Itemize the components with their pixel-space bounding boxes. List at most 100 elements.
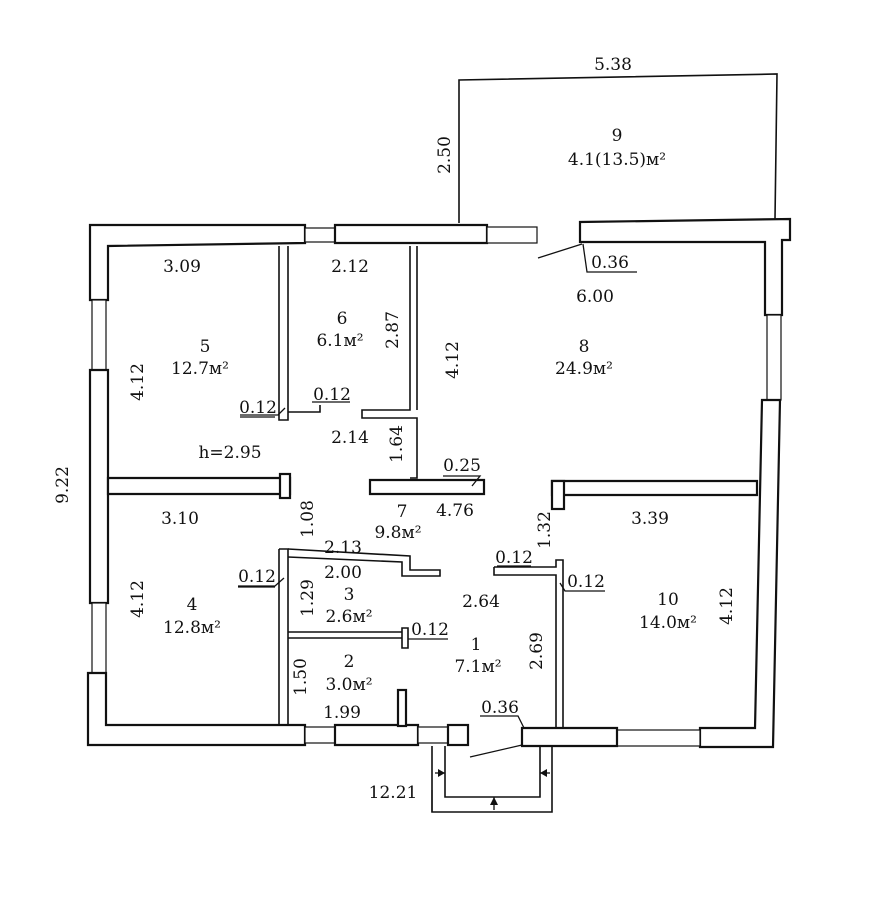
room-6-number: 6 xyxy=(337,309,348,329)
room-8-area: 24.9м² xyxy=(555,359,613,379)
leader-0.36-top xyxy=(582,243,637,273)
dim-room8-width: 6.00 xyxy=(576,287,614,307)
porch-inner xyxy=(444,746,541,798)
partition-6-8 xyxy=(361,246,418,479)
dim-partition-room6: 0.12 xyxy=(313,385,351,405)
partition-2-3 xyxy=(288,627,409,649)
window-top-2 xyxy=(486,226,538,244)
room-9-area: 4.1(13.5)м² xyxy=(568,150,666,170)
room-10-area: 14.0м² xyxy=(639,613,697,633)
dim-room6-depth: 2.87 xyxy=(383,311,403,349)
porch-arrowhead-left xyxy=(438,769,445,777)
room-5-area: 12.7м² xyxy=(171,359,229,379)
exterior-wall-bottom-right xyxy=(520,726,619,748)
dim-room5-width: 3.09 xyxy=(163,257,201,277)
window-right-1 xyxy=(766,314,782,401)
leader-0.36-bottom xyxy=(480,715,525,729)
dim-room3-width-a: 2.13 xyxy=(324,538,362,558)
exterior-wall-top-mid xyxy=(333,223,489,245)
room-3-area: 2.6м² xyxy=(325,607,372,627)
dim-room5-depth: 4.12 xyxy=(128,363,148,401)
door-swing-bottom xyxy=(469,744,523,758)
dim-terrace-width: 5.38 xyxy=(594,55,632,75)
dim-room3-depth: 1.29 xyxy=(298,579,318,617)
partition-5-6 xyxy=(278,246,289,421)
exterior-wall-bottom-mid xyxy=(333,723,420,747)
dim-room2-width: 1.99 xyxy=(323,703,361,723)
partition-4-5-end xyxy=(278,472,292,500)
partition-1-10 xyxy=(493,559,564,729)
window-left-1 xyxy=(91,299,107,371)
dim-hall-length: 4.76 xyxy=(436,501,474,521)
dim-hall-depth: 1.64 xyxy=(387,425,407,463)
door-swing-top xyxy=(537,243,583,259)
exterior-wall-top-left xyxy=(88,223,307,302)
partition-2-door-jamb xyxy=(396,688,408,728)
partition-3-top xyxy=(287,548,441,577)
partition-8-10 xyxy=(550,479,759,497)
dim-wall-top-right: 0.36 xyxy=(591,253,629,273)
dim-terrace-depth: 2.50 xyxy=(435,136,455,174)
dim-room2-depth: 1.50 xyxy=(291,658,311,696)
dim-overall-width: 12.21 xyxy=(369,783,418,803)
window-top-1 xyxy=(304,227,336,243)
ceiling-height: h=2.95 xyxy=(198,443,261,463)
room-10-number: 10 xyxy=(657,590,679,610)
porch-arrowhead-right xyxy=(540,769,547,777)
dim-partition-room3: 0.12 xyxy=(238,567,276,587)
room-8-number: 8 xyxy=(579,337,590,357)
dim-partition-room2: 0.12 xyxy=(411,620,449,640)
dim-partition-right2: 0.12 xyxy=(567,572,605,592)
partition-7 xyxy=(368,478,486,496)
room-9-number: 9 xyxy=(612,126,623,146)
partition-6-stub xyxy=(288,405,321,413)
window-bottom-right xyxy=(616,729,701,747)
room-1-number: 1 xyxy=(471,635,482,655)
leader-0.25 xyxy=(443,475,482,487)
dim-room3-width-b: 2.00 xyxy=(324,563,362,583)
room-7-number: 7 xyxy=(397,502,408,522)
dim-room8-depth: 4.12 xyxy=(443,341,463,379)
room-5-number: 5 xyxy=(200,337,211,357)
room-2-area: 3.0м² xyxy=(325,675,372,695)
room-6-area: 6.1м² xyxy=(316,331,363,351)
exterior-wall-top-right xyxy=(578,217,792,317)
dim-wall-bottom: 0.36 xyxy=(481,698,519,718)
room-4-area: 12.8м² xyxy=(163,618,221,638)
window-bottom-2 xyxy=(417,726,449,744)
dim-room10-depth: 4.12 xyxy=(717,587,737,625)
room-7-area: 9.8м² xyxy=(374,523,421,543)
room-2-number: 2 xyxy=(344,652,355,672)
dim-room4-depth: 4.12 xyxy=(128,580,148,618)
terrace-outline xyxy=(458,73,778,223)
partition-4-5 xyxy=(106,476,292,496)
dim-room1-width: 2.64 xyxy=(462,592,500,612)
window-bottom-1 xyxy=(304,726,336,744)
dim-room4-width: 3.10 xyxy=(161,509,199,529)
exterior-wall-left-mid xyxy=(88,368,110,605)
exterior-wall-bottom-left xyxy=(86,671,307,747)
leader-0.12-left xyxy=(240,407,286,416)
dim-room10-width: 3.39 xyxy=(631,509,669,529)
partition-8-10-end xyxy=(550,479,566,511)
exterior-wall-bottom-pier xyxy=(446,723,470,747)
room-3-number: 3 xyxy=(344,585,355,605)
dim-room6-width: 2.12 xyxy=(331,257,369,277)
dim-overall-depth: 9.22 xyxy=(53,466,73,504)
dim-room1-depth: 2.69 xyxy=(527,632,547,670)
porch-outer xyxy=(431,746,553,813)
room-4-number: 4 xyxy=(187,595,198,615)
room-1-area: 7.1м² xyxy=(454,657,501,677)
dim-partition-right1: 0.12 xyxy=(495,548,533,568)
leader-0.12-right2 xyxy=(559,582,605,592)
dim-hall-width: 2.14 xyxy=(331,428,369,448)
leader-0.12-room3 xyxy=(238,577,285,587)
dim-partition-left: 0.12 xyxy=(239,398,277,418)
dim-partition-7: 0.25 xyxy=(443,456,481,476)
window-left-2 xyxy=(91,602,107,674)
partition-left-2-3 xyxy=(278,548,289,726)
dim-gap-right: 1.32 xyxy=(535,511,555,549)
porch-arrowhead-bottom xyxy=(490,797,498,805)
exterior-wall-right xyxy=(698,398,782,749)
